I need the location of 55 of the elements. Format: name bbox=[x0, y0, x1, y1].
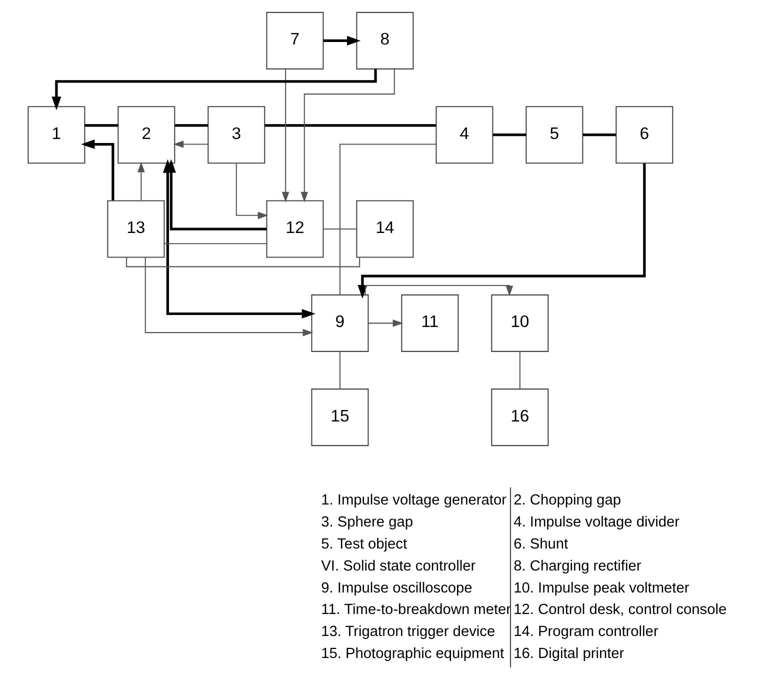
label: 16. Digital printer bbox=[513, 646, 624, 662]
label: 13. Trigatron trigger device bbox=[320, 624, 495, 640]
label: 10. Impulse peak voltmeter bbox=[513, 580, 689, 596]
node-box: 3 bbox=[207, 106, 265, 164]
node-box: 2 bbox=[117, 106, 175, 164]
node-box: 12 bbox=[266, 200, 324, 258]
arrow bbox=[364, 284, 513, 296]
node-box: 4 bbox=[435, 106, 493, 164]
label: 1. Impulse voltage generator bbox=[320, 492, 506, 508]
connector bbox=[264, 124, 436, 127]
label: 9. Impulse oscilloscope bbox=[320, 580, 472, 596]
arrow bbox=[137, 162, 144, 201]
label: 12. Control desk, control console bbox=[513, 602, 726, 618]
arrow bbox=[172, 140, 208, 148]
connector bbox=[518, 351, 520, 389]
connector bbox=[84, 124, 118, 127]
connector bbox=[164, 243, 266, 244]
connector bbox=[492, 134, 526, 136]
arrow bbox=[80, 140, 114, 200]
arrow bbox=[322, 36, 360, 46]
node-box: 16 bbox=[490, 388, 548, 446]
node-box: 10 bbox=[490, 294, 548, 352]
label: VI. Solid state controller bbox=[320, 558, 476, 574]
arrow bbox=[368, 320, 403, 327]
node-box: 14 bbox=[356, 200, 414, 258]
arrow bbox=[300, 69, 394, 202]
label: 15. Photographic equipment bbox=[320, 646, 504, 662]
label: 14. Program controller bbox=[513, 624, 658, 640]
arrow bbox=[357, 163, 646, 299]
connector bbox=[174, 124, 208, 127]
label: 8. Charging rectifier bbox=[513, 558, 641, 574]
arrow bbox=[281, 69, 289, 202]
label: 11. Time-to-breakdown meter bbox=[320, 602, 511, 618]
label: 5. Test object bbox=[320, 536, 407, 552]
connector bbox=[338, 351, 340, 389]
node-box: 15 bbox=[310, 388, 368, 446]
connector bbox=[582, 134, 616, 136]
connector bbox=[338, 144, 436, 295]
arrow bbox=[235, 163, 268, 220]
node-box: 1 bbox=[27, 106, 85, 164]
node-box: 6 bbox=[615, 106, 673, 164]
label: 2. Chopping gap bbox=[513, 492, 620, 508]
label: 4. Impulse voltage divider bbox=[513, 514, 679, 530]
node-box: 11 bbox=[400, 294, 458, 352]
arrow bbox=[51, 69, 376, 110]
node-box: 9 bbox=[310, 294, 368, 352]
arrow bbox=[144, 257, 313, 336]
node-box: 7 bbox=[266, 12, 324, 70]
node-box: 13 bbox=[106, 200, 164, 258]
node-box: 5 bbox=[525, 106, 583, 164]
connector bbox=[126, 258, 360, 268]
connector bbox=[322, 228, 356, 230]
node-box: 8 bbox=[356, 12, 414, 70]
label: 6. Shunt bbox=[513, 536, 568, 552]
label: 3. Sphere gap bbox=[320, 514, 413, 530]
